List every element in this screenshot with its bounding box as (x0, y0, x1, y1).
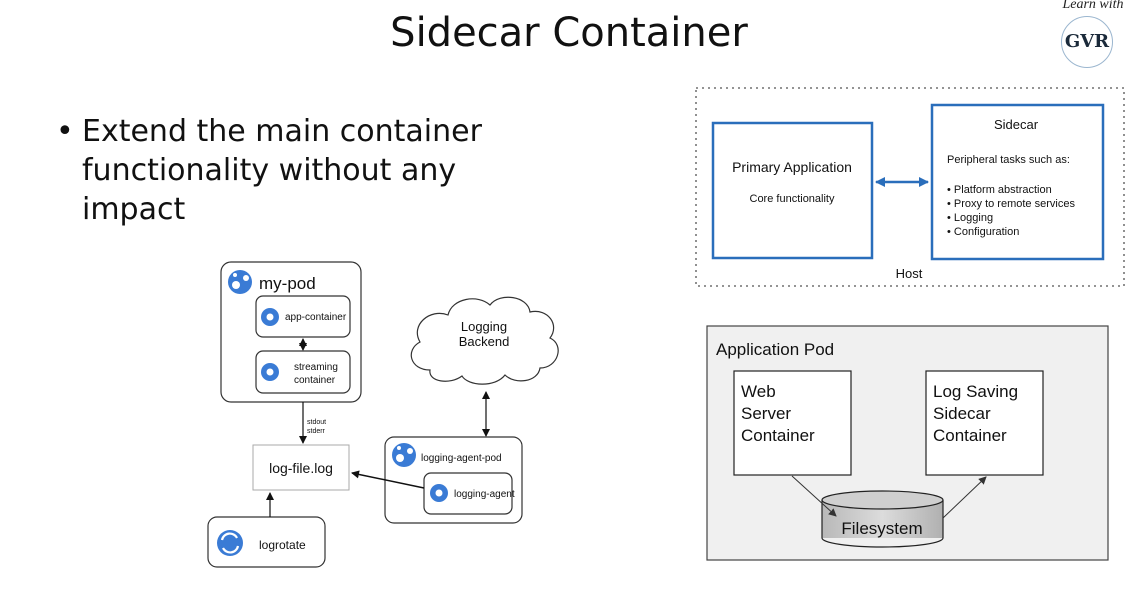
sidecar-task: • Platform abstraction (947, 184, 1052, 196)
web-server-label-3: Container (741, 426, 815, 445)
sidecar-task: • Configuration (947, 226, 1019, 238)
log-sidecar-label-3: Container (933, 426, 1007, 445)
sidecar-task: • Proxy to remote services (947, 198, 1075, 210)
stderr-label: stderr (307, 428, 326, 435)
logo-mark: GVR (1064, 31, 1110, 52)
logging-backend-label-2: Backend (459, 334, 510, 349)
primary-application-box (711, 121, 874, 260)
agent-logfile-arrow (351, 470, 425, 489)
application-pod-label: Application Pod (716, 340, 834, 359)
k8s-logging-diagram: my-pod app-container streaming container… (207, 261, 559, 568)
app-container-label: app-container (285, 312, 347, 323)
web-server-label-2: Server (741, 404, 791, 423)
sidecar-task: • Logging (947, 212, 993, 224)
bullet-dot: • (56, 114, 74, 149)
streaming-label-1: streaming (294, 362, 338, 373)
log-file-box (252, 444, 350, 491)
bullet-text: Extend the main container functionality … (82, 114, 482, 227)
filesystem-sidecar-arrow (942, 476, 987, 519)
logging-backend-label-1: Logging (461, 319, 507, 334)
logging-agent-box (423, 472, 513, 515)
app-container-box (255, 295, 351, 338)
my-pod-icon (228, 270, 252, 294)
agent-pod-icon (392, 443, 416, 467)
logging-agent-pod-label: logging-agent-pod (421, 453, 502, 464)
slide-title: Sidecar Container (390, 10, 748, 56)
web-server-label-1: Web (741, 382, 776, 401)
primary-application-sub: Core functionality (750, 193, 835, 205)
sidecar-title: Sidecar (994, 117, 1039, 132)
host-sidecar-diagram: Primary Application Core functionality S… (695, 87, 1125, 287)
stdout-label: stdout (307, 419, 326, 426)
sidecar-intro: Peripheral tasks such as: (947, 154, 1070, 166)
gear-icon (261, 363, 279, 381)
primary-application-title: Primary Application (732, 159, 852, 175)
log-sidecar-label-2: Sidecar (933, 404, 991, 423)
gvr-logo: Learn with GVR (1048, 0, 1138, 80)
web-server-container-box (733, 370, 852, 476)
streaming-container-box (255, 350, 351, 394)
logrotate-box (207, 516, 326, 568)
application-pod-diagram: Application Pod Web Server Container Log… (706, 325, 1109, 561)
host-boundary (695, 87, 1125, 287)
sidecar-box (930, 103, 1105, 261)
gear-icon (430, 484, 448, 502)
log-sidecar-label-1: Log Saving (933, 382, 1018, 401)
log-saving-sidecar-box (925, 370, 1044, 476)
logrotate-label: logrotate (259, 538, 306, 552)
filesystem-label: Filesystem (841, 519, 922, 538)
logo-caption: Learn with (1062, 0, 1124, 12)
host-label: Host (896, 266, 923, 281)
streaming-label-2: container (294, 375, 336, 386)
my-pod-label: my-pod (259, 274, 316, 293)
logo-circle (1061, 16, 1113, 68)
filesystem-cylinder (821, 490, 944, 548)
logging-agent-label: logging-agent (454, 489, 515, 500)
log-file-label: log-file.log (269, 460, 333, 476)
logrotate-icon (217, 530, 243, 556)
logging-backend-cloud (410, 296, 559, 385)
webserver-filesystem-arrow (791, 475, 837, 517)
gear-icon (261, 308, 279, 326)
